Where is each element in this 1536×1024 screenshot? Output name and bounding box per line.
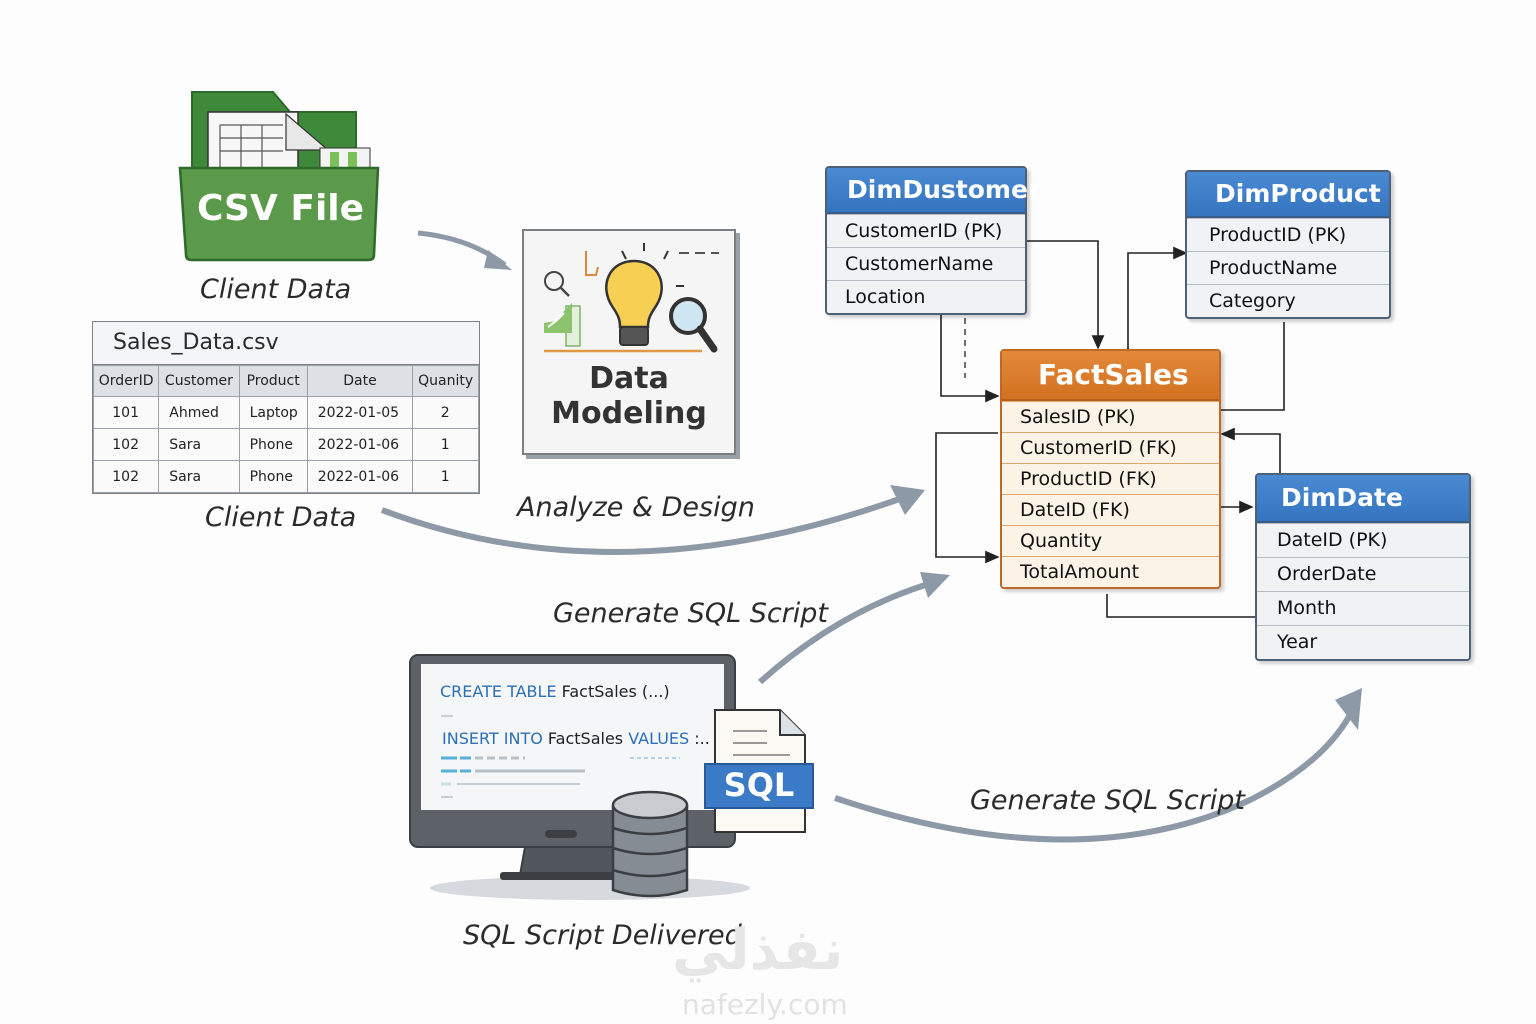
data-modeling-title-2: Modeling [551, 396, 707, 431]
sql-keyword: CREATE TABLE [440, 682, 557, 701]
table-field: DateID (PK) [1257, 523, 1469, 557]
watermark-arabic: نفذلي [672, 918, 844, 983]
table-title: FactSales [1002, 351, 1219, 401]
table-field: ProductID (PK) [1187, 218, 1389, 251]
arrow-generate-sql-2-head [1335, 688, 1362, 730]
sql-badge: SQL [723, 766, 795, 804]
sql-keyword: INSERT INTO [442, 729, 543, 748]
cell: 102 [92, 428, 160, 461]
cell: 1 [412, 460, 479, 493]
cell: Phone [238, 460, 308, 493]
client-data-caption-top: Client Data [200, 274, 352, 305]
table-fact-sales[interactable]: FactSales SalesID (PK) CustomerID (FK) P… [1000, 349, 1221, 589]
cell: 2022-01-06 [306, 460, 414, 493]
table-field: SalesID (PK) [1002, 401, 1219, 432]
csv-folder-label: CSV File [196, 188, 365, 229]
link-total-date [1106, 594, 1255, 618]
sql-text: FactSales (...) [561, 682, 670, 701]
table-field: ProductID (FK) [1002, 463, 1219, 494]
csv-col-header: Customer [158, 365, 240, 397]
cell: Phone [238, 428, 308, 461]
cell: Laptop [238, 396, 308, 429]
table-field: TotalAmount [1002, 556, 1219, 587]
data-modeling-card[interactable]: Data Modeling [522, 229, 736, 455]
csv-col-header: Quanity [412, 365, 479, 397]
link-product-fact [1220, 322, 1285, 411]
table-field: DateID (FK) [1002, 494, 1219, 525]
watermark-latin: nafezly.com [682, 988, 848, 1021]
arrow-generate-sql-1 [757, 579, 936, 685]
csv-col-header: Product [238, 365, 308, 397]
link-date-fact [1220, 427, 1281, 474]
sql-line-create: CREATE TABLE FactSales (...) [440, 682, 670, 701]
link-customer-loc [940, 314, 1000, 403]
monitor-database-icon [409, 654, 814, 900]
arrow-analyze-design-head [890, 485, 925, 515]
csv-col-header: OrderID [92, 365, 160, 397]
cell: 102 [92, 460, 160, 493]
table-field: CustomerID (PK) [827, 214, 1025, 247]
link-fact-product [1121, 246, 1188, 361]
cell: 101 [92, 396, 160, 429]
table-field: CustomerID (FK) [1002, 432, 1219, 463]
table-field: Month [1257, 591, 1469, 625]
table-title: DimDustomer [827, 168, 1040, 214]
arrow-csv-to-modeling-head [484, 250, 512, 270]
lightbulb-magnifier-icon [544, 243, 719, 353]
label-analyze-design: Analyze & Design [517, 492, 755, 523]
link-customer-fact [1026, 240, 1105, 350]
table-field: OrderDate [1257, 557, 1469, 591]
table-field: Year [1257, 625, 1469, 659]
cell: 2022-01-05 [306, 396, 414, 429]
arrow-generate-sql-2 [834, 703, 1358, 843]
sql-keyword: VALUES [628, 729, 690, 748]
label-generate-sql-2: Generate SQL Script [970, 785, 1246, 816]
csv-folder[interactable]: CSV File [178, 90, 383, 265]
arrow-generate-sql-1-head [920, 572, 950, 598]
table-dim-date[interactable]: DimDate DateID (PK) OrderDate Month Year [1255, 473, 1471, 661]
cell: 1 [412, 428, 479, 461]
sql-line-insert: INSERT INTO FactSales VALUES :.. [442, 729, 710, 748]
table-field: ProductName [1187, 251, 1389, 284]
arrow-analyze-design [380, 494, 907, 555]
table-field: CustomerName [827, 247, 1025, 280]
csv-table-title: Sales_Data.csv [93, 322, 479, 365]
sql-delivered-caption: SQL Script Delivered [463, 920, 742, 951]
cell: Ahmed [158, 396, 240, 429]
sql-text: FactSales [547, 729, 624, 748]
csv-table: Sales_Data.csv OrderID Customer Product … [92, 321, 480, 494]
cell: 2022-01-06 [306, 428, 414, 461]
table-title: DimDate [1257, 475, 1469, 523]
client-data-caption-bottom: Client Data [205, 502, 357, 533]
link-loop-left [935, 432, 1000, 564]
cell: Sara [158, 460, 240, 493]
table-dim-customer[interactable]: DimDustomer CustomerID (PK) CustomerName… [825, 166, 1040, 315]
sql-text: :.. [694, 729, 710, 748]
data-modeling-title-1: Data [589, 361, 669, 396]
folder-spreadsheet-icon [178, 91, 380, 262]
table-dim-product[interactable]: DimProduct ProductID (PK) ProductName Ca… [1185, 170, 1391, 319]
table-field: Category [1187, 284, 1389, 317]
cell: 2 [412, 396, 479, 429]
table-field: Quantity [1002, 525, 1219, 556]
table-field: Location [827, 280, 1025, 313]
cell: Sara [158, 428, 240, 461]
csv-col-header: Date [306, 365, 414, 397]
label-generate-sql-1: Generate SQL Script [553, 598, 829, 629]
table-title: DimProduct [1187, 172, 1389, 218]
